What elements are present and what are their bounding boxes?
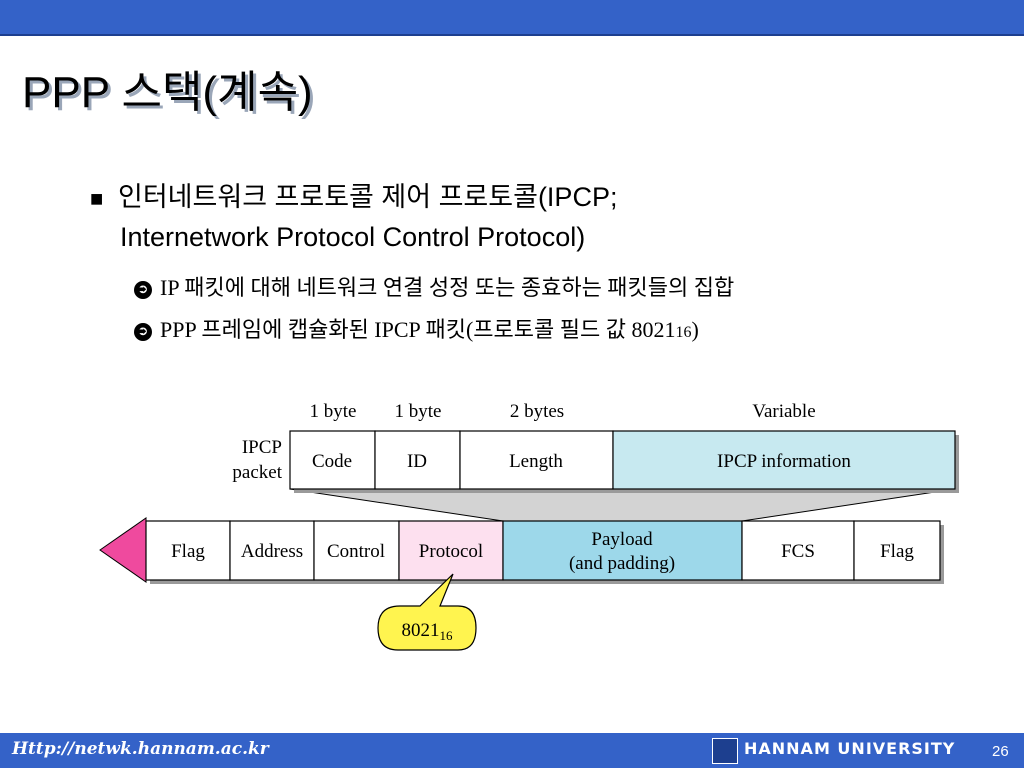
sub-bullet-2-text: PPP 프레임에 캡슐화된 IPCP 패킷(프로토콜 필드 값 8021 bbox=[160, 317, 676, 342]
callout-subscript: 16 bbox=[440, 628, 454, 643]
frame-cell-flag-end bbox=[853, 520, 941, 581]
ppp-frame-row bbox=[145, 520, 944, 584]
frame-field-control: Control bbox=[327, 541, 385, 562]
top-bar bbox=[0, 0, 1024, 36]
frame-cell-protocol bbox=[398, 520, 504, 581]
ipcp-cell-length bbox=[459, 430, 614, 490]
frame-field-payload-line-2: (and padding) bbox=[569, 553, 675, 574]
bullet-square-icon: ■ bbox=[90, 186, 104, 211]
frame-cell-address bbox=[229, 520, 315, 581]
sub-bullet-1-text: IP 패킷에 대해 네트워크 연결 성정 또는 종효하는 패킷들의 집합 bbox=[160, 275, 735, 300]
ipcp-cell-information bbox=[612, 430, 956, 490]
frame-cell-control bbox=[313, 520, 400, 581]
ipcp-field-information: IPCP information bbox=[717, 451, 851, 472]
frame-cell-flag-start bbox=[145, 520, 231, 581]
size-label-info: Variable bbox=[752, 401, 815, 422]
slide-title: PPP 스택(계속) bbox=[22, 68, 313, 117]
ipcp-packet-row bbox=[289, 430, 959, 493]
ipcp-cell-code bbox=[289, 430, 376, 490]
footer-bar: Http://netwk.hannam.ac.kr HANNAM UNIVERS… bbox=[0, 733, 1024, 768]
university-name: HANNAM UNIVERSITY bbox=[744, 739, 956, 758]
frame-field-protocol: Protocol bbox=[419, 541, 483, 562]
sub-bullet-2-close: ) bbox=[691, 317, 699, 342]
frame-field-payload: Payload bbox=[591, 529, 653, 550]
size-label-id: 1 byte bbox=[395, 401, 442, 422]
main-bullet: ■ 인터네트워크 프로토콜 제어 프로토콜(IPCP; Internetwork … bbox=[90, 178, 810, 256]
ipcp-cell-id bbox=[374, 430, 461, 490]
sub-bullet-1: ➲ IP 패킷에 대해 네트워크 연결 성정 또는 종효하는 패킷들의 집합 bbox=[134, 270, 734, 302]
frame-field-address: Address bbox=[241, 541, 303, 562]
frame-direction-arrow-icon bbox=[99, 517, 147, 583]
ipcp-field-id: ID bbox=[407, 451, 427, 472]
sub-bullet-2-subscript: 16 bbox=[675, 324, 692, 341]
protocol-value-callout bbox=[377, 573, 477, 651]
callout-text: 802116 bbox=[402, 620, 454, 643]
packet-label-line-1: IPCP bbox=[242, 437, 282, 458]
bullet-line-1: 인터네트워크 프로토콜 제어 프로토콜(IPCP; bbox=[118, 182, 618, 212]
ipcp-field-length: Length bbox=[509, 451, 563, 472]
ipcp-field-code: Code bbox=[312, 451, 352, 472]
university-logo-icon bbox=[712, 738, 738, 764]
page-number: 26 bbox=[992, 743, 1009, 760]
sub-bullet-2: ➲ PPP 프레임에 캡슐화된 IPCP 패킷(프로토콜 필드 값 802116) bbox=[134, 312, 699, 344]
bullet-line-2: Internetwork Protocol Control Protocol) bbox=[120, 222, 586, 252]
frame-cell-fcs bbox=[741, 520, 855, 581]
packet-label-line-2: packet bbox=[232, 462, 282, 483]
frame-field-fcs: FCS bbox=[781, 541, 815, 562]
frame-cell-payload bbox=[502, 520, 743, 581]
arrow-bullet-icon: ➲ bbox=[134, 281, 152, 299]
callout-value: 8021 bbox=[402, 620, 440, 641]
ipcp-packet-diagram: 1 byte 1 byte 2 bytes Variable IPCP pack… bbox=[99, 401, 959, 651]
footer-url-link[interactable]: Http://netwk.hannam.ac.kr bbox=[12, 739, 269, 759]
frame-field-flag-start: Flag bbox=[171, 541, 205, 562]
payload-expansion-shape bbox=[289, 488, 956, 522]
size-label-length: 2 bytes bbox=[510, 401, 564, 422]
frame-field-flag-end: Flag bbox=[880, 541, 914, 562]
arrow-bullet-icon: ➲ bbox=[134, 323, 152, 341]
size-label-code: 1 byte bbox=[310, 401, 357, 422]
